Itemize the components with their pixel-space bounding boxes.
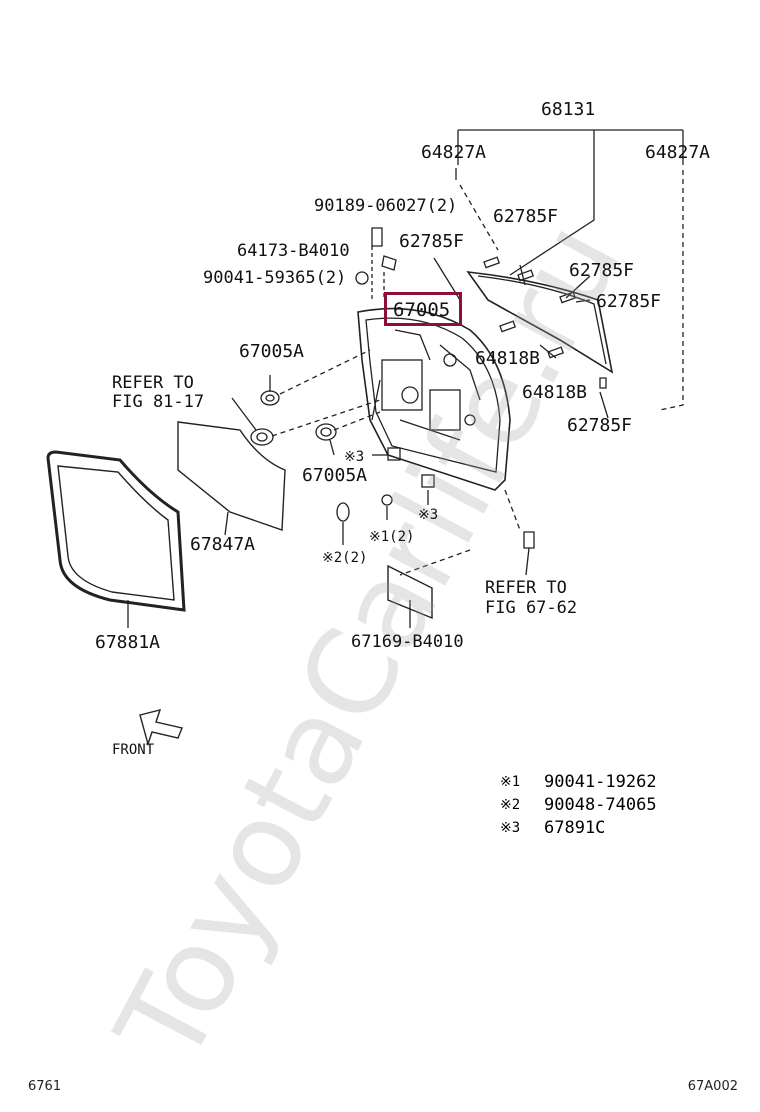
label-mark3-b: ※3 bbox=[418, 507, 439, 523]
label-mark2: ※2(2) bbox=[322, 550, 368, 566]
label-mark1: ※1(2) bbox=[369, 529, 415, 545]
label-64818B-1[interactable]: 64818B bbox=[475, 348, 541, 369]
legend-row-2: ※2 90048-74065 bbox=[500, 793, 657, 816]
label-67005A-1[interactable]: 67005A bbox=[239, 341, 305, 362]
label-refer-fig-81-17-line1[interactable]: REFER TO bbox=[112, 373, 194, 393]
legend-mark-2: ※2 bbox=[500, 796, 521, 813]
label-refer-fig-67-62-line1[interactable]: REFER TO bbox=[485, 578, 567, 598]
label-front: FRONT bbox=[112, 742, 155, 758]
label-64827A-left[interactable]: 64827A bbox=[421, 142, 487, 163]
legend-part-2[interactable]: 90048-74065 bbox=[544, 794, 657, 815]
label-67847A[interactable]: 67847A bbox=[190, 534, 256, 555]
highlighted-part-67005[interactable]: 67005 bbox=[384, 292, 462, 326]
legend-row-1: ※1 90041-19262 bbox=[500, 770, 657, 793]
label-refer-fig-81-17-line2[interactable]: FIG 81-17 bbox=[112, 392, 205, 412]
label-mark3-a: ※3 bbox=[344, 449, 365, 465]
label-67005A-2[interactable]: 67005A bbox=[302, 465, 368, 486]
label-62785F-5[interactable]: 62785F bbox=[567, 415, 633, 436]
label-90041-59365[interactable]: 90041-59365(2) bbox=[203, 268, 347, 288]
legend-mark-3: ※3 bbox=[500, 819, 521, 836]
label-refer-fig-67-62-line2[interactable]: FIG 67-62 bbox=[485, 598, 578, 618]
label-62785F-2[interactable]: 62785F bbox=[399, 231, 465, 252]
highlighted-part-label: 67005 bbox=[393, 299, 451, 321]
label-62785F-4[interactable]: 62785F bbox=[596, 291, 662, 312]
label-68131[interactable]: 68131 bbox=[541, 99, 596, 120]
legend-part-1[interactable]: 90041-19262 bbox=[544, 771, 657, 792]
legend-part-3[interactable]: 67891C bbox=[544, 817, 606, 838]
label-90189-06027[interactable]: 90189-06027(2) bbox=[314, 196, 458, 216]
footer-illustration-code: 67A002 bbox=[687, 1079, 738, 1094]
label-64818B-2[interactable]: 64818B bbox=[522, 382, 588, 403]
label-64173-B4010[interactable]: 64173-B4010 bbox=[237, 241, 350, 261]
label-62785F-1[interactable]: 62785F bbox=[493, 206, 559, 227]
label-67169-B4010[interactable]: 67169-B4010 bbox=[351, 632, 464, 652]
legend-mark-1: ※1 bbox=[500, 773, 521, 790]
footer-figure-number: 6761 bbox=[28, 1079, 62, 1094]
footnote-legend: ※1 90041-19262 ※2 90048-74065 ※3 67891C bbox=[500, 770, 657, 839]
label-62785F-3[interactable]: 62785F bbox=[569, 260, 635, 281]
label-67881A[interactable]: 67881A bbox=[95, 632, 161, 653]
label-64827A-right[interactable]: 64827A bbox=[645, 142, 711, 163]
legend-row-3: ※3 67891C bbox=[500, 816, 657, 839]
